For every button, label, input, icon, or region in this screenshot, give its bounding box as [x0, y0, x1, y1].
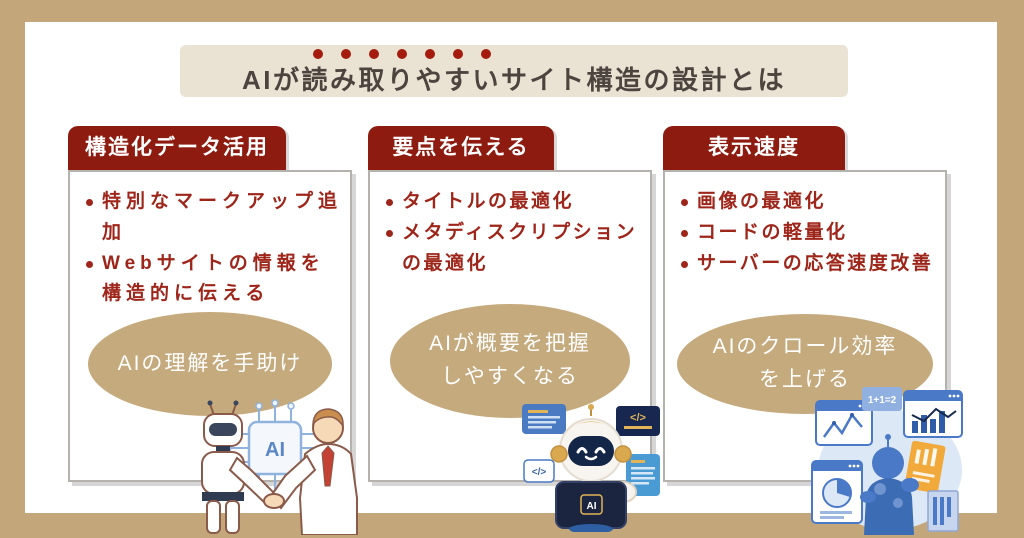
ai-laptop-icon: AI — [555, 481, 627, 532]
bullet-dot-icon — [681, 260, 688, 268]
bullet-item: メタディスクリプションの最適化 — [386, 218, 642, 280]
bullet-item: サーバーの応答速度改善 — [681, 249, 937, 280]
page-title: AIが読み取りやすいサイト構造の設計とは — [241, 65, 786, 95]
robot-human-handshake-illustration: AI — [201, 399, 358, 535]
ai-laptop-label: AI — [587, 501, 597, 512]
bar-chart-window-icon — [903, 390, 963, 438]
businessman-figure — [263, 408, 358, 535]
bullet-item: タイトルの最適化 — [386, 187, 642, 218]
code-panel-icon: </> — [616, 406, 660, 436]
bullet-item: 特別なマークアップ追加 — [86, 187, 342, 249]
bullet-dot-icon — [386, 199, 393, 206]
analytics-robot-illustration: 1+1=2 — [811, 387, 963, 535]
emphasis-dots — [313, 49, 491, 59]
ai-robot-laptop-illustration: </> </> — [522, 404, 660, 532]
formula-label: 1+1=2 — [868, 395, 897, 406]
formula-window-icon: 1+1=2 — [862, 387, 902, 411]
pie-chart-window-icon — [811, 460, 863, 524]
bullet-dot-icon — [681, 229, 688, 237]
handshake-hands — [263, 493, 285, 509]
bullet-dot-icon — [386, 229, 393, 237]
bullet-dot-icon — [86, 199, 93, 206]
bullet-dot-icon — [681, 199, 688, 206]
title-bar: AIが読み取りやすいサイト構造の設計とは — [180, 45, 848, 97]
column-2-bullet-list: タイトルの最適化 メタディスクリプションの最適化 — [386, 187, 642, 279]
line-chart-window-icon — [815, 400, 873, 446]
ai-chip-label: AI — [265, 439, 285, 461]
bullet-item: コードの軽量化 — [681, 218, 937, 249]
small-code-card-icon: </> — [523, 459, 555, 483]
column-1-header: 構造化データ活用 — [68, 126, 286, 170]
text-panel-icon — [522, 404, 566, 434]
column-2-header: 要点を伝える — [368, 126, 554, 170]
column-1-bullet-list: 特別なマークアップ追加 Webサイトの情報を構造的に伝える — [86, 187, 342, 310]
column-3-header: 表示速度 — [663, 126, 845, 170]
code-label: </> — [532, 467, 547, 478]
striped-panel-icon — [927, 490, 959, 532]
code-label: </> — [630, 412, 646, 424]
robot-figure — [201, 400, 277, 534]
column-3-bullet-list: 画像の最適化 コードの軽量化 サーバーの応答速度改善 — [681, 187, 937, 279]
bullet-item: Webサイトの情報を構造的に伝える — [86, 249, 342, 311]
bullet-item: 画像の最適化 — [681, 187, 937, 218]
content-panel: AIが読み取りやすいサイト構造の設計とは 構造化データ活用 特別なマークアップ追… — [25, 22, 997, 535]
list-panel-icon — [626, 454, 660, 496]
column-1-result-ellipse: AIの理解を手助け — [88, 312, 332, 416]
bullet-dot-icon — [86, 260, 93, 268]
blue-robot-figure — [860, 434, 919, 535]
column-2-result-ellipse: AIが概要を把握 しやすくなる — [390, 304, 630, 418]
